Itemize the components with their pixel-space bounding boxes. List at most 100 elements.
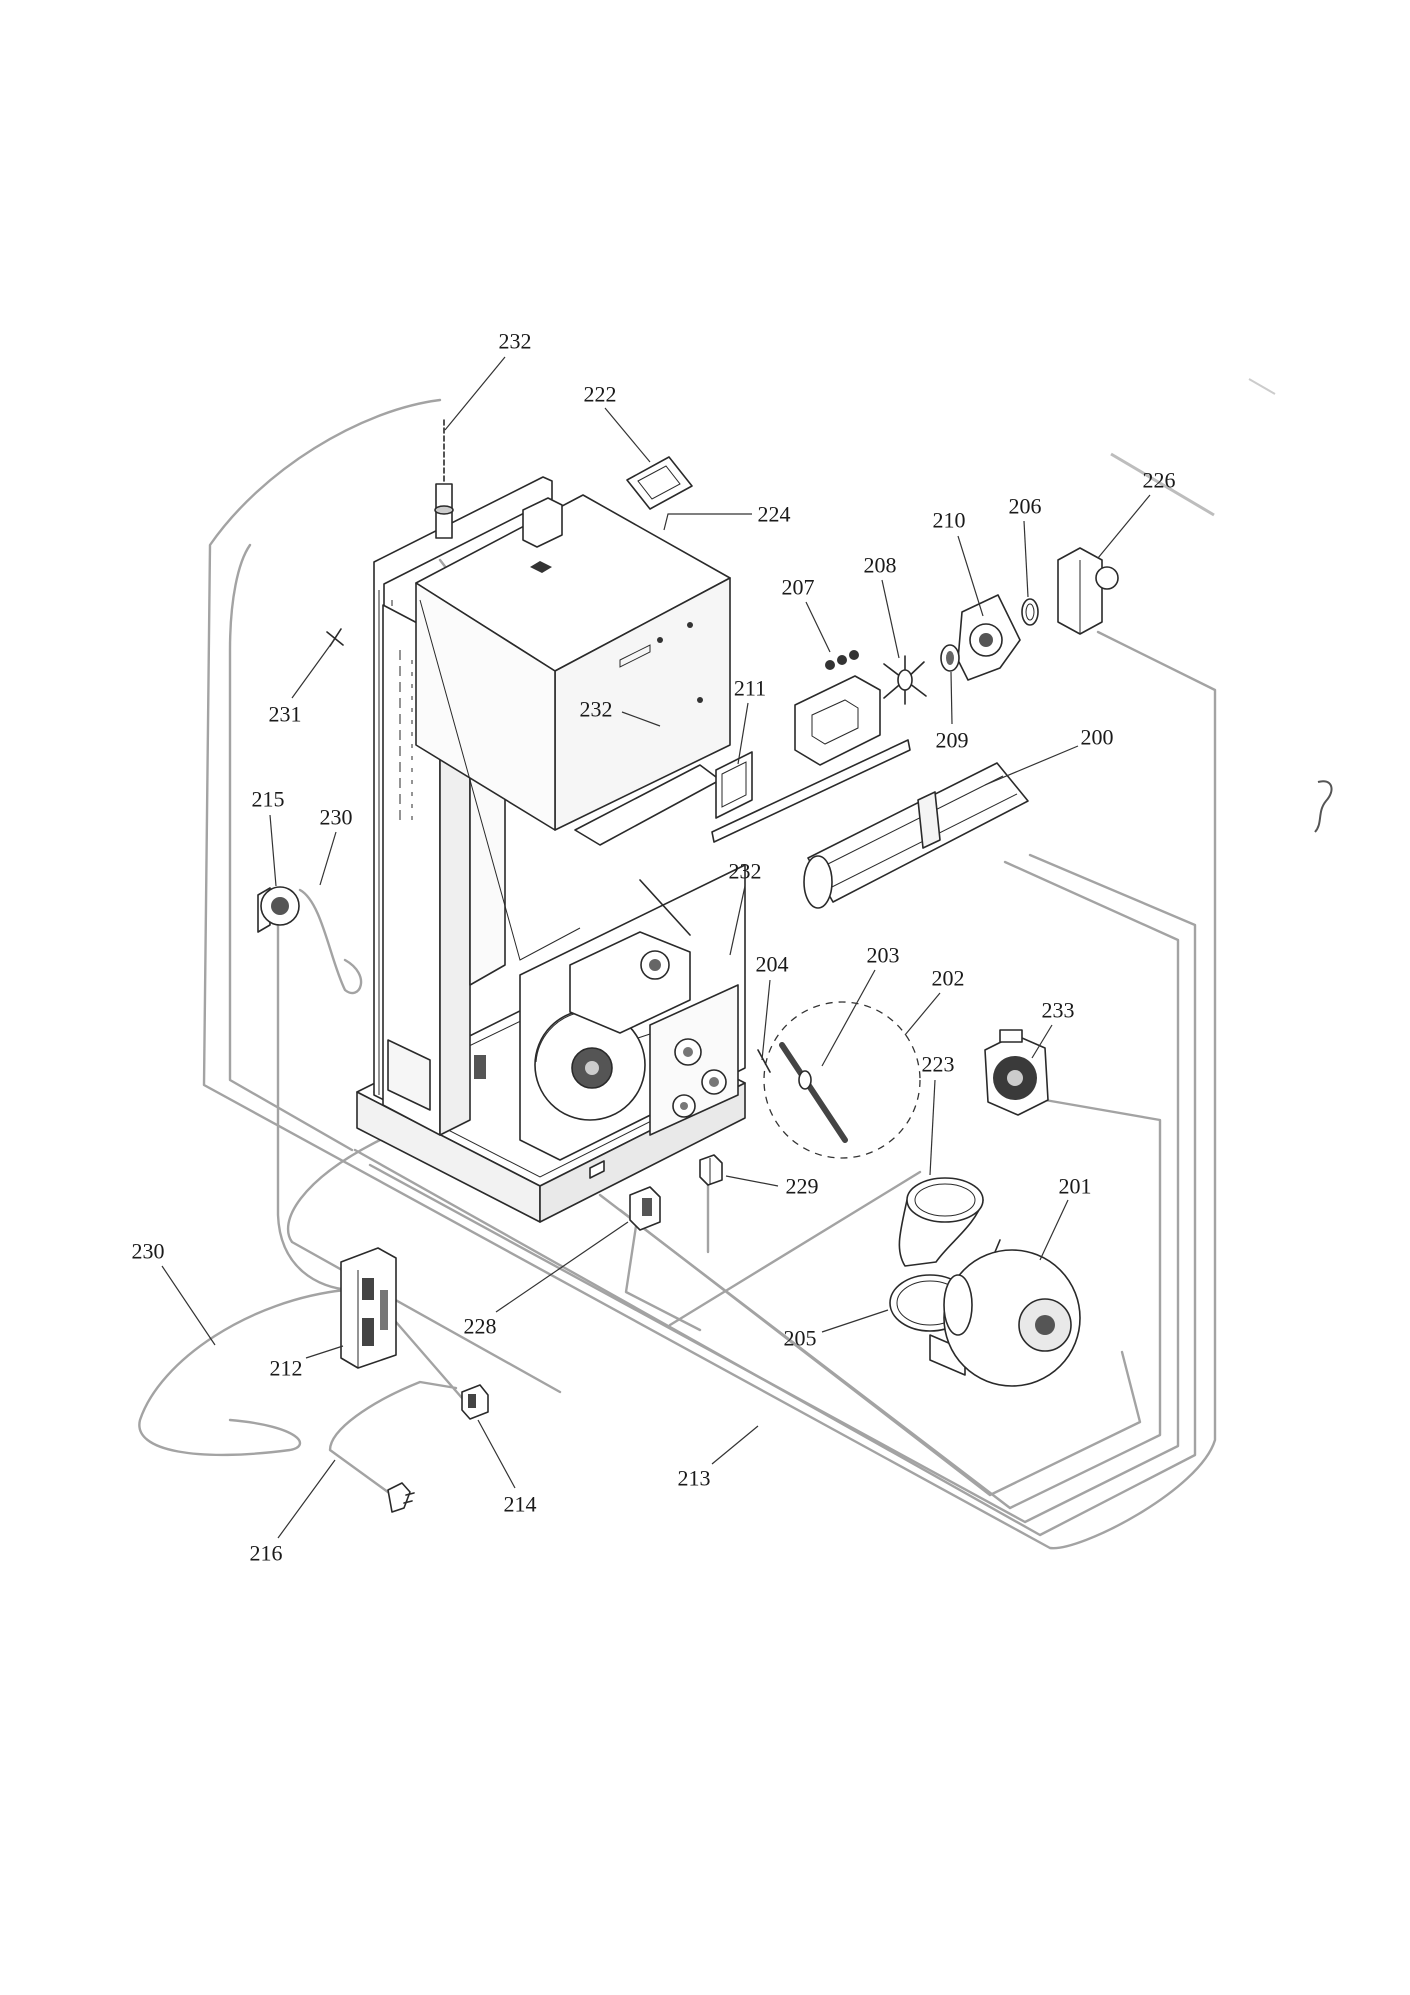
leader-201	[1039, 1199, 1069, 1261]
leader-lines	[161, 356, 1151, 1539]
pump-top-fitting	[999, 1029, 1023, 1043]
detail-circle	[763, 1001, 921, 1159]
part-208-impeller	[883, 655, 927, 705]
display-screen	[637, 465, 681, 500]
leader-232-middle	[621, 711, 661, 727]
harness-wire	[618, 1208, 1142, 1497]
leader-216	[277, 1459, 336, 1539]
port-hole-inner	[680, 1102, 688, 1110]
auger-bracket	[917, 791, 941, 849]
callout-231: 231	[269, 702, 302, 727]
motor-cap	[1095, 566, 1119, 590]
hopper-slope	[419, 599, 581, 961]
callout-230-middle: 230	[320, 805, 353, 830]
plate-inner	[721, 761, 747, 808]
callout-215: 215	[252, 787, 285, 812]
part-216-plug	[387, 1482, 415, 1513]
part-206-ring	[1021, 598, 1039, 626]
plug-pin	[405, 1492, 415, 1496]
base-slot	[589, 1160, 605, 1179]
fan-hub-center	[585, 1061, 599, 1075]
igniter-rod	[779, 1042, 848, 1143]
callout-214: 214	[504, 1492, 537, 1517]
leader-223	[929, 1079, 936, 1176]
combustion-fan-housing	[534, 1009, 663, 1121]
callout-201: 201	[1059, 1174, 1092, 1199]
part-212-control-board	[340, 1247, 397, 1369]
leader-208	[881, 579, 900, 659]
leader-228	[495, 1221, 629, 1313]
mechanism-bump	[849, 650, 859, 660]
part-214-switch	[461, 1384, 489, 1420]
auger-flange	[803, 855, 833, 909]
leader-214	[477, 1419, 516, 1489]
hopper-screw	[687, 622, 693, 628]
plate	[715, 751, 753, 819]
burner-pipe-inner	[649, 959, 661, 971]
part-203-igniter	[757, 1042, 848, 1143]
callout-200: 200	[1081, 725, 1114, 750]
harness-wire	[202, 398, 1217, 1550]
leader-212	[305, 1345, 344, 1359]
callout-229: 229	[786, 1174, 819, 1199]
leader-222	[604, 407, 651, 463]
callout-203: 203	[867, 943, 900, 968]
hopper-back-box	[522, 497, 563, 548]
callout-204: 204	[756, 952, 789, 977]
pellet-hopper	[415, 494, 731, 961]
callout-210: 210	[933, 508, 966, 533]
mechanism-bump	[837, 655, 847, 665]
port-hole-inner	[683, 1047, 693, 1057]
harness-wire	[286, 1138, 562, 1394]
harness-wire	[138, 1288, 347, 1457]
leader-226	[1097, 494, 1151, 559]
harness-wire	[298, 888, 363, 994]
leader-200	[984, 745, 1079, 786]
leader-232-top	[444, 356, 506, 431]
callout-202: 202	[932, 966, 965, 991]
board-terminal	[362, 1278, 374, 1300]
lower-chamber	[519, 864, 746, 1161]
callout-232-top: 232	[499, 329, 532, 354]
part-207-mechanism	[794, 650, 881, 766]
leader-206	[1023, 520, 1029, 598]
leader-205	[821, 1309, 889, 1333]
callout-226: 226	[1143, 468, 1176, 493]
callout-224: 224	[758, 502, 791, 527]
hopper-top-square	[530, 561, 552, 573]
igniter-collar	[798, 1070, 812, 1090]
mechanism-window	[811, 699, 859, 745]
leader-210	[957, 535, 984, 617]
auger-tube-edge	[815, 775, 1004, 871]
duct-mouth-inner	[914, 1183, 976, 1217]
callout-206: 206	[1009, 494, 1042, 519]
component-body	[699, 1154, 723, 1186]
callout-222: 222	[584, 382, 617, 407]
display-housing	[626, 456, 693, 510]
burner-tip	[757, 1049, 771, 1073]
leader-202	[904, 992, 941, 1036]
impeller-hub	[897, 669, 913, 691]
fan-inlet-ring	[943, 1274, 973, 1336]
scan-line	[1110, 452, 1215, 517]
hopper-screw	[697, 697, 703, 703]
leader-215	[269, 814, 277, 887]
leader-209	[950, 671, 953, 725]
part-201-fan	[929, 1239, 1081, 1387]
callout-213: 213	[678, 1466, 711, 1491]
part-209-ring	[940, 644, 960, 672]
fan-motor-hub	[1035, 1315, 1055, 1335]
column-foot	[387, 1039, 431, 1111]
fan-volute	[943, 1249, 1081, 1387]
part-202-detail-circle	[763, 1001, 921, 1159]
harness-wire	[328, 1320, 464, 1497]
ring-inner	[946, 651, 954, 665]
callout-230-left: 230	[132, 1239, 165, 1264]
port-hole-inner	[709, 1077, 719, 1087]
leader-231	[291, 639, 335, 699]
part-233-pump	[984, 1029, 1049, 1116]
board-housing	[340, 1247, 397, 1369]
plug-body	[387, 1482, 411, 1513]
harness-wire	[368, 860, 1180, 1524]
component-face	[642, 1198, 652, 1216]
